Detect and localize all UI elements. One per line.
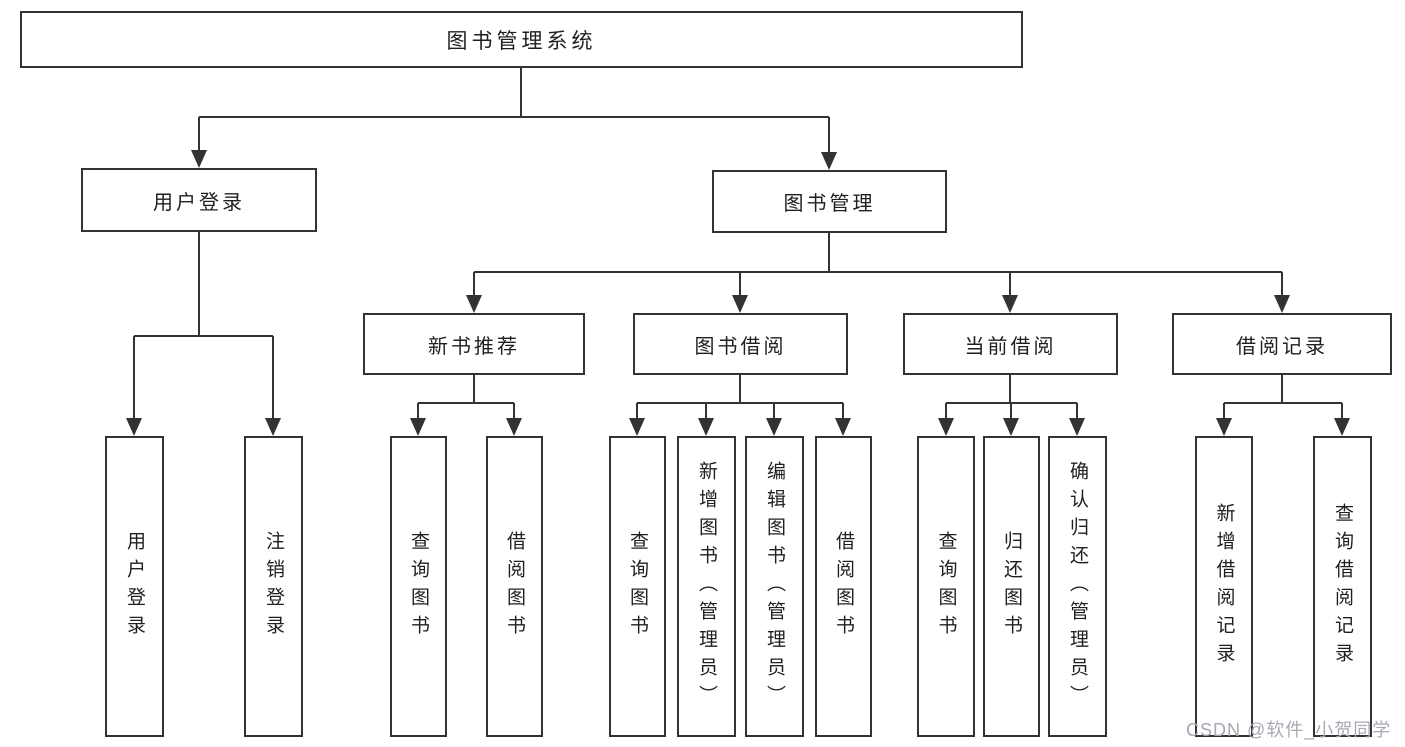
arrowhead: [410, 418, 426, 436]
arrowhead: [126, 418, 142, 436]
leaf-query-book-1: 查询图书: [390, 436, 447, 737]
leaf-confirm-return-admin: 确认归还（管理员）: [1048, 436, 1107, 737]
node-book-management-label: 图书管理: [783, 193, 876, 215]
leaf-borrow-book-1: 借阅图书: [486, 436, 543, 737]
leaf-query-book-3: 查询图书: [917, 436, 975, 737]
leaf-query-book-3-label: 查询图书: [935, 530, 957, 643]
arrowhead: [821, 152, 837, 170]
node-user-login: 用户登录: [81, 168, 317, 232]
edge-current-borrow-children: [945, 375, 1078, 420]
leaf-add-book-admin: 新增图书（管理员）: [677, 436, 736, 737]
watermark-text: CSDN @软件_小贺同学: [1186, 720, 1392, 740]
leaf-query-book-2-label: 查询图书: [627, 530, 648, 643]
leaf-query-borrow-record-label: 查询借阅记录: [1332, 502, 1353, 671]
arrowhead: [506, 418, 522, 436]
leaf-borrow-book-1-label: 借阅图书: [504, 530, 525, 643]
arrowhead: [265, 418, 281, 436]
node-book-borrow: 图书借阅: [633, 313, 848, 375]
arrowhead: [1003, 418, 1019, 436]
arrowhead: [1216, 418, 1232, 436]
edge-book-mgmt-sections: [473, 233, 1283, 297]
edge-root-to-level2: [198, 68, 830, 154]
node-root-label: 图书管理系统: [446, 29, 597, 53]
arrowhead: [938, 418, 954, 436]
arrowhead: [1002, 295, 1018, 313]
node-borrow-record-label: 借阅记录: [1236, 335, 1328, 358]
edge-user-login-children: [133, 232, 274, 420]
leaf-return-book: 归还图书: [983, 436, 1040, 737]
arrowhead: [766, 418, 782, 436]
edge-borrow-record-children: [1223, 375, 1343, 420]
leaf-query-book-2: 查询图书: [609, 436, 666, 737]
arrowhead: [1334, 418, 1350, 436]
arrowhead: [698, 418, 714, 436]
node-root: 图书管理系统: [20, 11, 1023, 68]
node-borrow-record: 借阅记录: [1172, 313, 1392, 375]
node-current-borrow: 当前借阅: [903, 313, 1118, 375]
arrowhead: [1274, 295, 1290, 313]
arrowhead: [835, 418, 851, 436]
leaf-edit-book-admin-label: 编辑图书（管理员）: [764, 460, 785, 713]
arrowhead: [466, 295, 482, 313]
leaf-query-borrow-record: 查询借阅记录: [1313, 436, 1372, 737]
arrowhead: [1069, 418, 1085, 436]
node-new-book-recommend-label: 新书推荐: [428, 335, 520, 358]
arrowhead: [629, 418, 645, 436]
leaf-add-borrow-record: 新增借阅记录: [1195, 436, 1253, 737]
leaf-user-login: 用户登录: [105, 436, 164, 737]
leaf-logout: 注销登录: [244, 436, 303, 737]
arrowhead: [191, 150, 207, 168]
node-book-management: 图书管理: [712, 170, 947, 233]
node-user-login-label: 用户登录: [153, 191, 245, 214]
leaf-add-book-admin-label: 新增图书（管理员）: [696, 460, 717, 713]
leaf-add-borrow-record-label: 新增借阅记录: [1213, 502, 1235, 671]
leaf-return-book-label: 归还图书: [1001, 530, 1022, 643]
node-book-borrow-label: 图书借阅: [694, 335, 787, 358]
leaf-query-book-1-label: 查询图书: [408, 530, 429, 643]
leaf-logout-label: 注销登录: [263, 530, 284, 643]
edge-new-book-children: [417, 375, 515, 420]
leaf-edit-book-admin: 编辑图书（管理员）: [745, 436, 804, 737]
node-new-book-recommend: 新书推荐: [363, 313, 585, 375]
edge-book-borrow-children: [636, 375, 844, 420]
arrowhead: [732, 295, 748, 313]
leaf-borrow-book-2: 借阅图书: [815, 436, 872, 737]
leaf-confirm-return-admin-label: 确认归还（管理员）: [1067, 460, 1088, 713]
leaf-borrow-book-2-label: 借阅图书: [833, 530, 854, 643]
node-current-borrow-label: 当前借阅: [964, 335, 1057, 358]
leaf-user-login-label: 用户登录: [124, 530, 145, 643]
